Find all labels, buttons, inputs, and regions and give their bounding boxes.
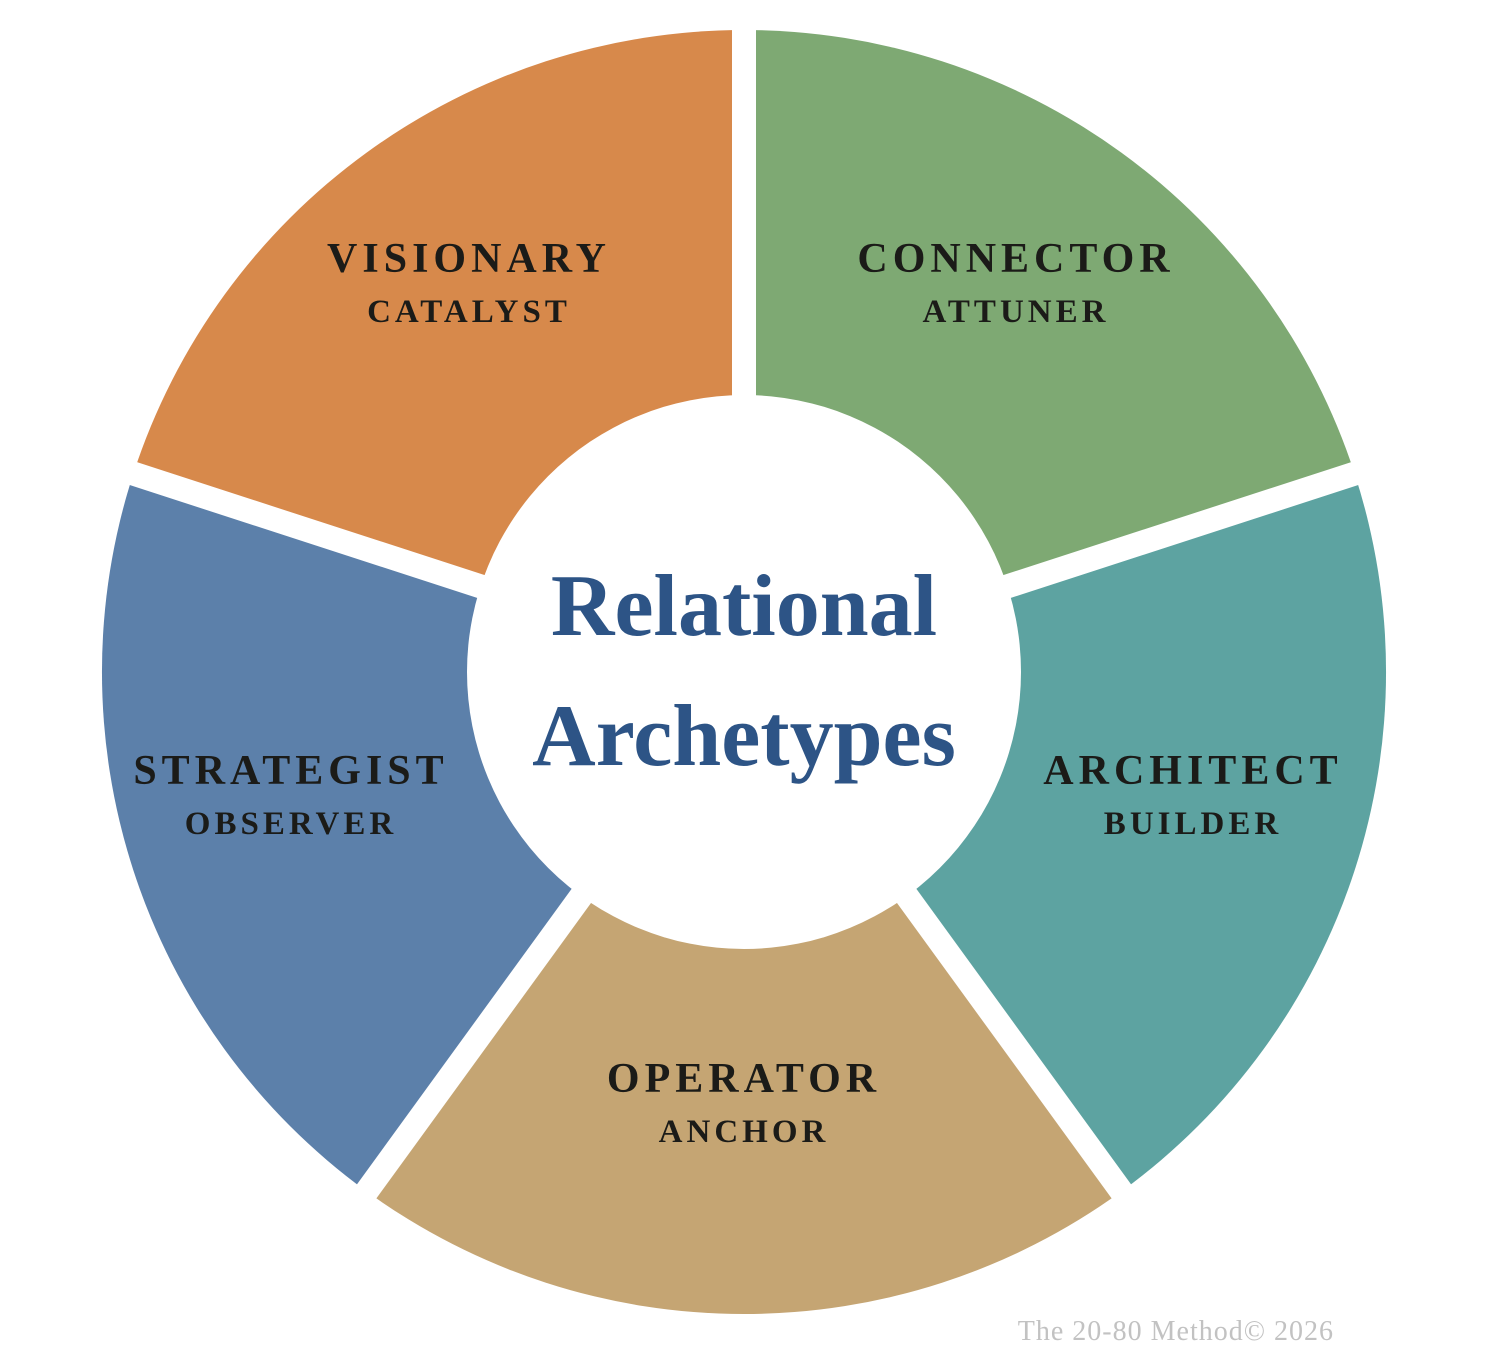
segment-title-connector: CONNECTOR [857, 235, 1175, 282]
segment-subtitle-strategist: OBSERVER [184, 805, 398, 842]
center-title: Relational Archetypes [532, 542, 956, 802]
center-circle [467, 395, 1021, 949]
segment-title-strategist: STRATEGIST [133, 747, 449, 794]
segment-subtitle-visionary: CATALYST [367, 293, 571, 330]
segment-title-architect: ARCHITECT [1043, 747, 1343, 794]
center-title-line1: Relational [550, 557, 938, 655]
segment-subtitle-operator: ANCHOR [658, 1113, 830, 1150]
segment-title-operator: OPERATOR [606, 1055, 882, 1102]
segment-subtitle-connector: ATTUNER [922, 293, 1110, 330]
segment-label-visionary: VISIONARY CATALYST [327, 236, 611, 330]
segment-label-strategist: STRATEGIST OBSERVER [133, 748, 448, 842]
segment-subtitle-architect: BUILDER [1103, 805, 1283, 842]
footer-credit: The 20-80 Method© 2026 [1017, 1316, 1334, 1347]
center-title-line2: Archetypes [532, 688, 956, 785]
segment-operator-wedge [366, 672, 1122, 1315]
segment-label-operator: OPERATOR ANCHOR [607, 1056, 881, 1150]
segment-title-visionary: VISIONARY [327, 235, 611, 282]
segment-label-connector: CONNECTOR ATTUNER [857, 236, 1174, 330]
segment-label-architect: ARCHITECT BUILDER [1043, 748, 1342, 842]
